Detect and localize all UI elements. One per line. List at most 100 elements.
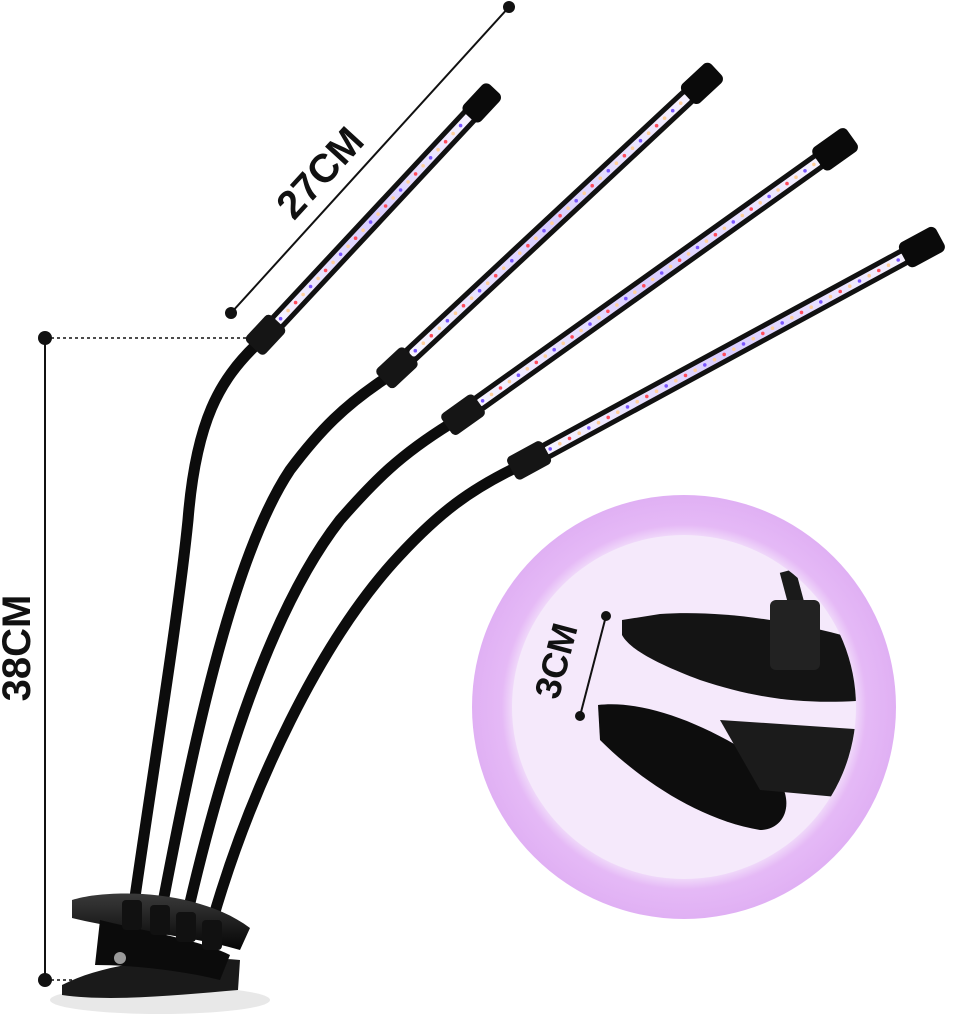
led-dot (758, 201, 762, 205)
led-dot (741, 342, 746, 346)
led-dot (686, 252, 691, 256)
led-dot (638, 138, 643, 143)
led-dot (543, 354, 548, 358)
led-dot (819, 300, 823, 304)
led-dot (353, 236, 358, 240)
led-dot (695, 245, 700, 250)
led-dot (809, 305, 813, 310)
led-dot (664, 384, 668, 388)
led-dot (406, 180, 410, 184)
led-dot (615, 303, 619, 307)
clip-opening-line (579, 615, 607, 717)
led-dot (561, 341, 565, 346)
led-dot (368, 220, 373, 224)
led-dot (794, 175, 798, 179)
clip-hinge (114, 952, 126, 964)
tube-4-endcap (898, 226, 945, 268)
led-dot (713, 232, 718, 237)
led-dot (286, 308, 290, 313)
led-dot (590, 183, 594, 188)
led-dot (361, 228, 365, 232)
tube-length-line (230, 6, 510, 314)
led-dot (534, 236, 538, 240)
led-dot (654, 389, 659, 394)
led-dot (421, 341, 426, 346)
inset-lower-jaw (598, 704, 787, 830)
led-dot (398, 188, 403, 192)
led-dot (582, 191, 586, 195)
tube-3-endcap (812, 128, 858, 171)
led-dot (751, 336, 755, 341)
led-dot (828, 294, 833, 299)
led-dot (346, 244, 350, 249)
led-dot (338, 252, 343, 257)
led-dot (867, 273, 871, 278)
led-dot (731, 220, 736, 224)
led-dot (606, 168, 611, 173)
led-dot (616, 410, 620, 415)
led-dot (642, 284, 646, 288)
led-dot (668, 264, 673, 269)
led-dot (659, 271, 664, 275)
clip-socket-4 (202, 920, 222, 950)
led-dot (566, 206, 570, 210)
led-dot (886, 263, 891, 268)
led-dot (803, 169, 807, 173)
led-dot (654, 123, 659, 128)
clip-socket-3 (176, 912, 196, 942)
led-dot (646, 131, 651, 135)
led-dot (510, 258, 514, 263)
led-dot (376, 212, 380, 216)
led-dot (548, 447, 552, 451)
led-dot (525, 367, 530, 371)
gooseneck-arm-3 (180, 418, 456, 926)
led-dot (507, 379, 512, 384)
led-dot (606, 309, 610, 314)
led-dot (790, 315, 794, 320)
led-dot (567, 436, 572, 441)
tube-3-collar (441, 394, 485, 435)
led-dot (443, 139, 448, 144)
led-dot (323, 268, 328, 273)
tube-length-dimension: 27CM (225, 1, 515, 319)
led-dot (674, 378, 678, 383)
led-dot (838, 289, 842, 294)
led-dot (301, 292, 305, 297)
led-dot (316, 276, 320, 281)
led-dot (704, 239, 709, 243)
led-dot (767, 194, 771, 199)
led-dot (693, 368, 697, 373)
led-dot (650, 277, 655, 282)
led-dot (677, 258, 682, 263)
clip-body (95, 920, 230, 980)
led-dot (780, 321, 784, 325)
lamp-height-label: 38CM (0, 595, 39, 702)
clip-socket-1 (122, 900, 142, 930)
led-dot (761, 331, 765, 336)
led-dot (732, 347, 736, 352)
led-dot (785, 181, 789, 186)
tube-length-endpoint-bottom (225, 307, 237, 319)
led-dot (703, 363, 707, 367)
led-dot (383, 204, 388, 208)
led-dot (437, 326, 442, 331)
led-dot (587, 426, 591, 430)
led-dot (614, 161, 619, 165)
lamp-height-dimension: 38CM (0, 331, 248, 987)
led-dot (413, 348, 418, 353)
led-dot (799, 310, 804, 315)
lamp-height-endpoint-top (38, 331, 52, 345)
led-dot (662, 116, 667, 120)
led-dot (579, 328, 583, 333)
led-dot (526, 243, 530, 248)
led-dot (776, 188, 780, 192)
led-dot (812, 162, 816, 167)
led-dot (588, 322, 592, 326)
led-dot (278, 316, 283, 321)
led-dot (451, 131, 455, 136)
led-dot (498, 386, 503, 390)
led-dot (624, 296, 628, 301)
led-dot (550, 221, 554, 225)
led-dot (501, 266, 506, 271)
